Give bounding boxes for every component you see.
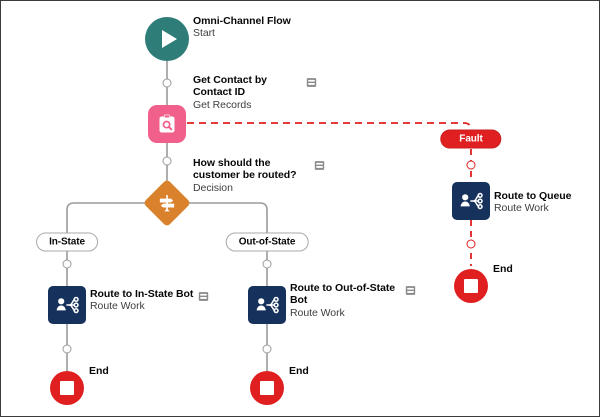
get-contact-node-label: Get Contact by Contact ID Get Records bbox=[193, 74, 323, 111]
stop-icon bbox=[50, 371, 84, 405]
route-out-of-state-node-subtitle: Route Work bbox=[290, 306, 345, 319]
description-icon[interactable] bbox=[198, 289, 209, 307]
end-node-out-of-state[interactable] bbox=[250, 371, 284, 405]
get-contact-node-subtitle: Get Records bbox=[193, 98, 252, 111]
start-node[interactable] bbox=[145, 17, 189, 61]
connector-add-dot-fault[interactable] bbox=[466, 239, 476, 249]
connector-add-dot[interactable] bbox=[262, 259, 272, 269]
connector-add-dot-fault[interactable] bbox=[466, 160, 476, 170]
description-icon[interactable] bbox=[314, 158, 325, 176]
route-work-icon bbox=[248, 286, 286, 324]
connector-add-dot[interactable] bbox=[62, 344, 72, 354]
clipboard-search-icon bbox=[148, 105, 186, 143]
route-out-of-state-node-title: Route to Out-of-State Bot bbox=[290, 282, 396, 307]
connector-add-dot[interactable] bbox=[262, 344, 272, 354]
get-contact-node-title: Get Contact by Contact ID bbox=[193, 74, 267, 99]
route-work-icon bbox=[452, 182, 490, 220]
end-node-in-state-label: End bbox=[89, 365, 109, 377]
start-node-label: Omni-Channel Flow Start bbox=[193, 15, 291, 40]
decision-node-subtitle: Decision bbox=[193, 181, 233, 194]
start-node-subtitle: Start bbox=[193, 27, 215, 40]
route-to-queue-node-title: Route to Queue bbox=[494, 190, 572, 202]
stop-icon bbox=[454, 269, 488, 303]
route-to-queue-node-label: Route to Queue Route Work bbox=[494, 190, 572, 215]
branch-pill-in-state[interactable]: In-State bbox=[36, 232, 98, 252]
end-node-in-state[interactable] bbox=[50, 371, 84, 405]
end-node-fault-label: End bbox=[493, 263, 513, 275]
branch-pill-out-of-state[interactable]: Out-of-State bbox=[225, 232, 309, 252]
end-node-out-of-state-title: End bbox=[289, 365, 309, 377]
end-node-in-state-title: End bbox=[89, 365, 109, 377]
route-out-of-state-node[interactable] bbox=[248, 286, 286, 324]
route-in-state-node-label: Route to In-State Bot Route Work bbox=[90, 288, 225, 313]
decision-node-label: How should the customer be routed? Decis… bbox=[193, 157, 333, 194]
play-icon bbox=[145, 17, 189, 61]
route-work-icon bbox=[48, 286, 86, 324]
connector-add-dot[interactable] bbox=[162, 78, 172, 88]
route-in-state-node-subtitle: Route Work bbox=[90, 300, 145, 313]
decision-node-title: How should the customer be routed? bbox=[193, 157, 297, 182]
route-to-queue-node-subtitle: Route Work bbox=[494, 202, 549, 215]
connector-add-dot[interactable] bbox=[62, 259, 72, 269]
description-icon[interactable] bbox=[405, 283, 416, 301]
route-in-state-node[interactable] bbox=[48, 286, 86, 324]
route-to-queue-node[interactable] bbox=[452, 182, 490, 220]
get-contact-node[interactable] bbox=[148, 105, 186, 143]
description-icon[interactable] bbox=[306, 75, 317, 93]
signpost-icon bbox=[156, 192, 178, 214]
end-node-out-of-state-label: End bbox=[289, 365, 309, 377]
connector-add-dot[interactable] bbox=[162, 156, 172, 166]
decision-node[interactable] bbox=[142, 178, 192, 228]
start-node-title: Omni-Channel Flow bbox=[193, 15, 291, 27]
route-in-state-node-title: Route to In-State Bot bbox=[90, 288, 194, 300]
branch-pill-fault[interactable]: Fault bbox=[440, 129, 502, 149]
stop-icon bbox=[250, 371, 284, 405]
end-node-fault-title: End bbox=[493, 263, 513, 275]
end-node-fault[interactable] bbox=[454, 269, 488, 303]
route-out-of-state-node-label: Route to Out-of-State Bot Route Work bbox=[290, 282, 425, 319]
